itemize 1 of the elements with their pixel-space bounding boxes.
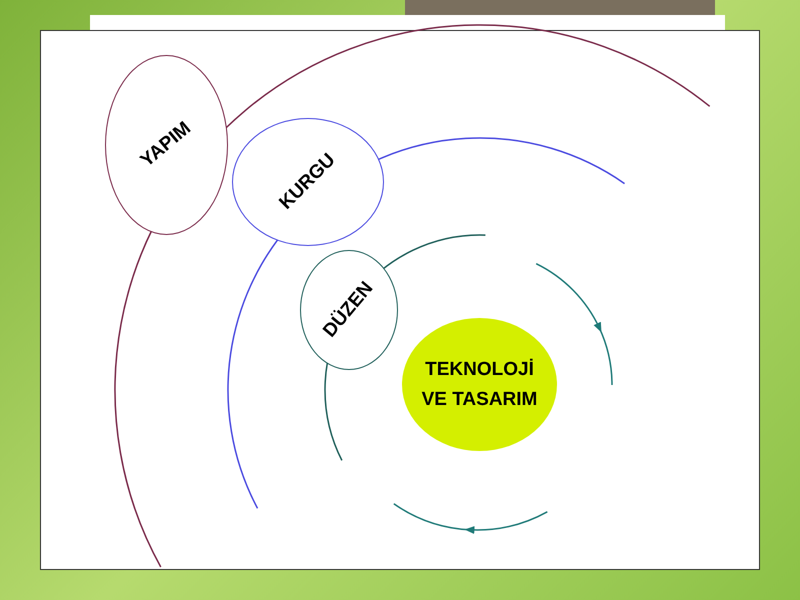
node-label: TEKNOLOJİ VE TASARIM xyxy=(420,358,538,412)
